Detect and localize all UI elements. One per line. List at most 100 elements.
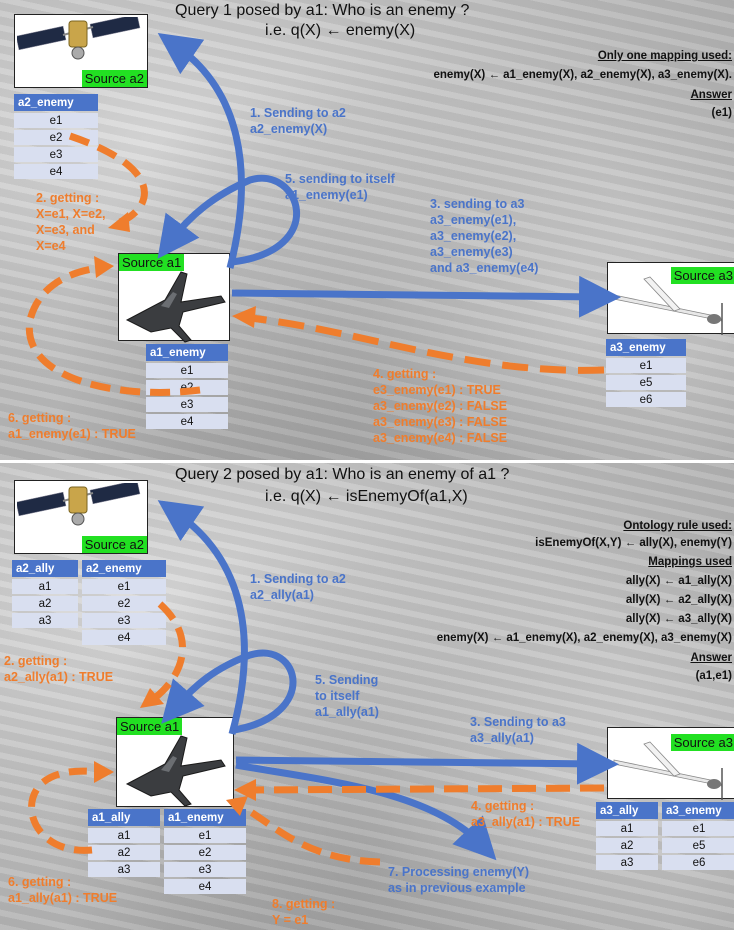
arrow-step3 [231,275,621,318]
panel2-answer-value: (a1,e1) [695,670,732,682]
arrow-step8-head [226,796,248,816]
label-line: a3_ally(a1) [470,731,534,745]
panel2-source-a3: Source a3 [607,727,734,800]
arrow-step6 [28,767,101,854]
table-cell: e6 [662,855,734,870]
arrow-step2-head [140,688,164,708]
table-header: a1_ally [88,809,160,826]
panel2-query: i.e. q(X) ← isEnemyOf(a1,X) [265,488,468,505]
panel2-answer-header: Answer [690,652,732,664]
label-line: a3_ally(a1) : TRUE [471,815,581,829]
label-line: 8. getting : [272,897,336,911]
panel1-title: Query 1 posed by a1: Who is an enemy ? [175,2,470,19]
table-cell: e1 [606,358,686,373]
arrow-step8 [238,802,381,866]
table-cell: a1 [12,579,78,594]
table-cell: a3 [12,613,78,628]
panel1-source-a2: Source a2 [14,14,148,88]
table-cell: a2 [88,845,160,860]
panel1-answer-value: (e1) [711,107,732,119]
table-cell: e3 [14,147,98,162]
panel1-step2-label: 2. getting : X=e1, X=e2, X=e3, and X=e4 [36,190,106,254]
label-line: to itself [315,689,360,703]
arrow-step3 [235,742,619,785]
panel2-step3-label: 3. Sending to a3 a3_ally(a1) [470,714,566,746]
label-line: a2_enemy(X) [250,122,328,136]
arrow-step6-head [94,761,114,783]
table-cell: e1 [146,363,228,378]
table-cell: e4 [146,414,228,429]
source-a3-label: Source a3 [670,267,734,284]
panel1-step4-label: 4. getting : e3_enemy(e1) : TRUE a3_enem… [373,366,507,446]
panel2-step7-label: 7. Processing enemy(Y) as in previous ex… [388,864,529,896]
source-a3-label: Source a3 [670,734,734,751]
label-line: 5. Sending [315,673,379,687]
table-cell: e5 [606,375,686,390]
table-header: a3_enemy [662,802,734,819]
label-line: 2. getting : [36,191,100,205]
label-line: a1_enemy(e1) [285,188,368,202]
arrow-step2 [68,132,148,226]
label-line: as in previous example [388,881,526,895]
label-line: a3_enemy(e1), [430,213,517,227]
table-cell: e2 [82,596,166,611]
arrow-step6-head [94,256,114,278]
panel2-ontology-rule: isEnemyOf(X,Y) ← ally(X), enemy(Y) [535,537,732,549]
label-line: a3_enemy(e4) : FALSE [373,431,508,445]
table-cell: e5 [662,838,734,853]
label-line: a1_enemy(e1) : TRUE [8,427,136,441]
panel1-source-a1: Source a1 [118,253,230,343]
table-cell: e1 [164,828,246,843]
arrow-step4 [251,784,605,794]
label-line: a3_enemy(e3) [430,245,513,259]
table-cell: a1 [88,828,160,843]
arrow-step2 [149,601,187,703]
arrow-step5 [161,649,297,734]
panel2-step8-label: 8. getting : Y = e1 [272,896,335,928]
arrow-step1 [157,500,248,735]
label-line: X=e3, and [36,223,95,237]
panel2-step6-label: 6. getting : a1_ally(a1) : TRUE [8,874,117,906]
label-line: 7. Processing enemy(Y) [388,865,530,879]
panel2-mappings-header: Mappings used [648,556,732,568]
label-line: 3. Sending to a3 [470,715,566,729]
panel1-table-a1-enemy: a1_enemy e1 e2 e3 e4 [146,342,228,431]
table-cell: e3 [82,613,166,628]
panel1-step1-label: 1. Sending to a2 a2_enemy(X) [250,105,346,137]
label-line: e3_enemy(e1) : TRUE [373,383,501,397]
table-cell: e2 [164,845,246,860]
panel2-table-a2-enemy: a2_enemy e1 e2 e3 e4 [82,558,166,647]
table-cell: e4 [164,879,246,894]
table-header: a3_enemy [606,339,686,356]
panel2-step1-label: 1. Sending to a2 a2_ally(a1) [250,571,346,603]
table-cell: e4 [14,164,98,179]
arrow-step4 [249,314,605,374]
table-header: a1_enemy [164,809,246,826]
panel1-arrows [25,33,621,396]
source-a2-label: Source a2 [81,70,147,87]
arrow-step1 [157,33,245,269]
label-line: and a3_enemy(e4) [430,261,539,275]
label-line: a1_ally(a1) : TRUE [8,891,118,905]
panel2-ontology-header: Ontology rule used: [623,520,732,532]
table-cell: a3 [88,862,160,877]
arrow-step7 [235,761,497,861]
panel2-table-a3-enemy: a3_enemy e1 e5 e6 [662,800,734,872]
label-line: a2_ally(a1) [250,588,314,602]
panel2-step4-label: 4. getting : a3_ally(a1) : TRUE [471,798,580,830]
label-line: 2. getting : [4,654,68,668]
table-header: a2_enemy [14,94,98,111]
panel2-source-a2: Source a2 [14,480,148,554]
arrow-step4-head [234,779,256,801]
panel2-step2-label: 2. getting : a2_ally(a1) : TRUE [4,653,113,685]
table-cell: a2 [596,838,658,853]
table-header: a2_ally [12,560,78,577]
arrow-step6 [25,264,201,396]
table-header: a1_enemy [146,344,228,361]
panel1-table-a3-enemy: a3_enemy e1 e5 e6 [606,337,686,409]
table-cell: e3 [146,397,228,412]
label-line: a1_ally(a1) [315,705,379,719]
table-cell: e6 [606,392,686,407]
label-line: 6. getting : [8,875,72,889]
